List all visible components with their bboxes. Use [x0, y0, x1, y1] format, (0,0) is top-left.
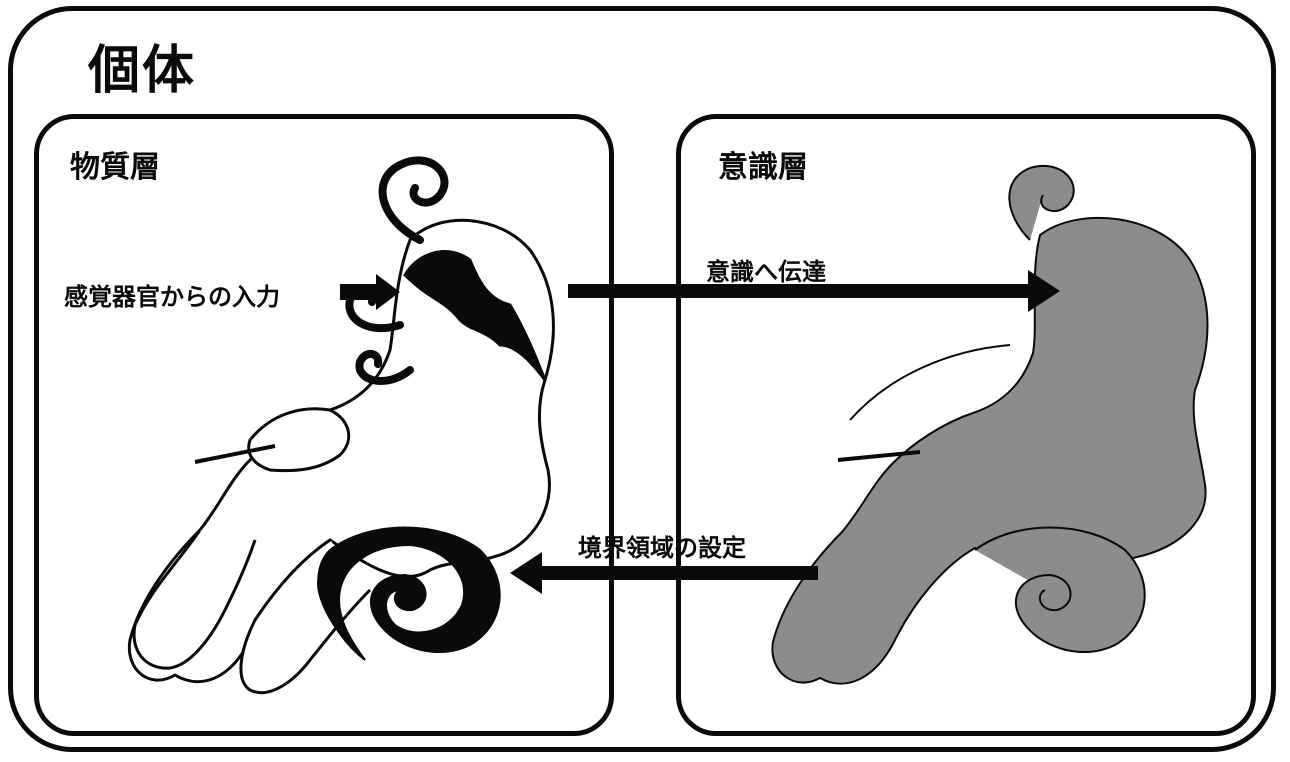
consciousness-layer-label: 意識層: [718, 150, 808, 185]
individual-frame: [8, 6, 1276, 752]
transmit-label: 意識へ伝達: [706, 258, 826, 286]
sensory-input-label: 感覚器官からの入力: [64, 283, 280, 311]
boundary-label: 境界領域の設定: [578, 534, 746, 562]
page-title: 個体: [88, 41, 197, 101]
character-line-art: [127, 218, 555, 695]
arrow-sensory-input: [340, 274, 400, 310]
character-leg-left: [132, 529, 257, 670]
arrow-boundary: [510, 552, 818, 594]
character-hair: [403, 250, 547, 381]
character-arm: [247, 407, 351, 473]
silhouette-details: [837, 344, 1011, 462]
consciousness-layer-panel: [676, 114, 1256, 736]
material-layer-label: 物質層: [70, 150, 160, 185]
arrow-transmit: [568, 270, 1060, 312]
black-tail: [316, 526, 501, 661]
character-stick: [194, 444, 276, 464]
material-layer-panel: [34, 114, 614, 736]
character-silhouette: [771, 165, 1209, 685]
